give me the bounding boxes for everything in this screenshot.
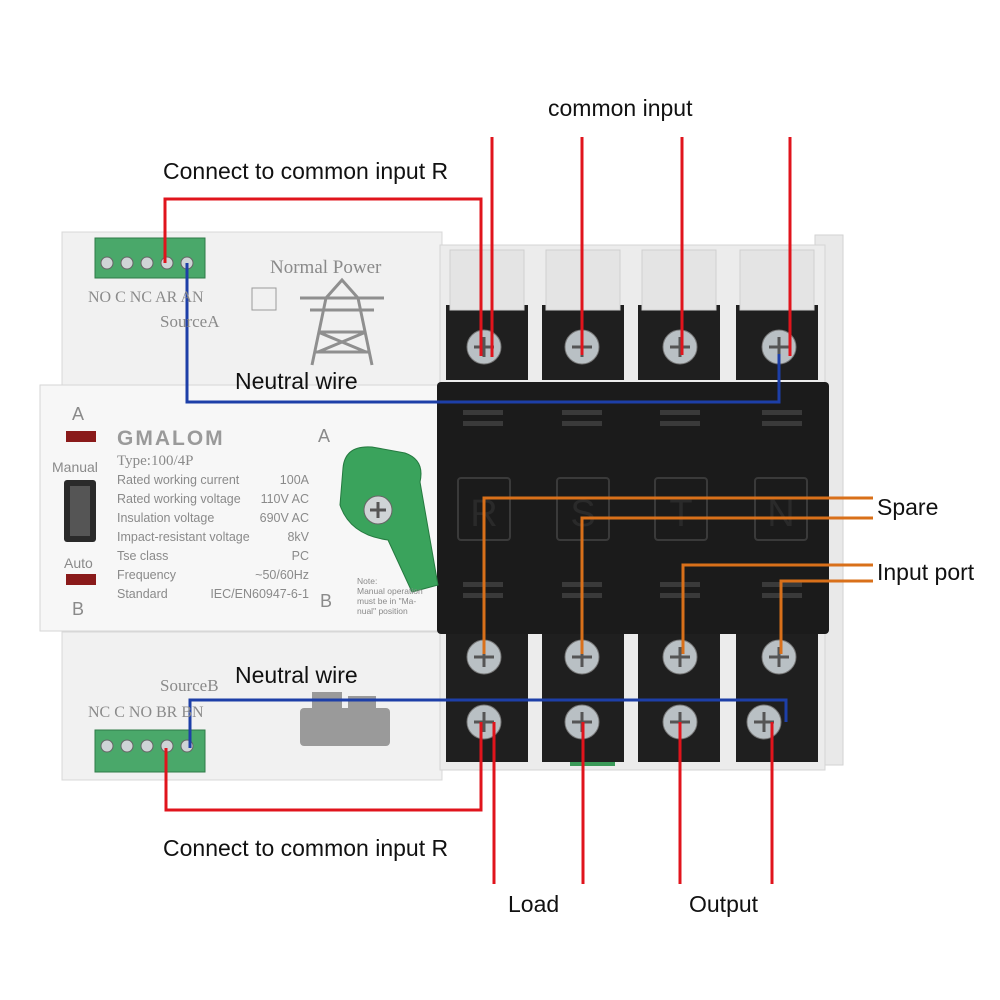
spec-label: Frequency — [117, 568, 177, 582]
indicator-a-label: A — [72, 404, 85, 424]
screw-top-t — [662, 329, 698, 365]
wire-input-1 — [681, 563, 873, 654]
pylon-icon — [300, 277, 384, 366]
spec-row: Insulation voltage 690V AC — [117, 511, 309, 530]
wire-spare-1 — [482, 496, 873, 654]
handle-a-label: A — [318, 426, 331, 446]
spec-row: Rated working current 100A — [117, 473, 309, 492]
brand-logo: GMALOM — [117, 427, 225, 450]
source-a-terminal-labels: NO C NC AR AN — [88, 289, 204, 306]
manual-label: Manual — [52, 459, 98, 475]
spec-label: Rated working current — [117, 473, 240, 487]
note-line: must be in "Ma- — [357, 596, 417, 606]
spec-value: IEC/EN60947-6-1 — [210, 587, 309, 601]
note-line: Manual operation — [357, 586, 423, 596]
source-b-label: SourceB — [160, 676, 219, 695]
red-wires — [163, 137, 792, 884]
common-input-label: common input — [548, 95, 693, 121]
handle-b-label: B — [320, 591, 333, 611]
spec-value: 690V AC — [259, 511, 309, 525]
rotary-handle — [339, 446, 439, 593]
spec-value: ~50/60Hz — [255, 568, 309, 582]
screw-bot-r — [466, 704, 502, 740]
spec-value: 100A — [279, 473, 309, 487]
wire-input-2 — [779, 579, 873, 654]
screw-bot-n — [746, 704, 782, 740]
spec-value: 110V AC — [260, 492, 309, 506]
screw-top-r — [466, 329, 502, 365]
neutral-wire-top-label: Neutral wire — [235, 368, 358, 394]
type-label-value: :100/4P — [146, 453, 194, 469]
connect-common-input-bottom-label: Connect to common input R — [163, 835, 449, 861]
wire-connect-bottom — [164, 722, 483, 812]
spec-row: Standard IEC/EN60947-6-1 — [117, 587, 309, 606]
blue-wires — [185, 263, 788, 748]
output-label: Output — [689, 891, 759, 917]
spare-label: Spare — [877, 494, 939, 520]
pole-t-label: T — [669, 493, 692, 535]
spec-value: PC — [291, 549, 309, 563]
screw-mid-r — [466, 639, 502, 675]
wire-neutral-bottom — [188, 698, 788, 748]
indicators — [64, 431, 96, 585]
source-b-terminal-labels: NC C NO BR BN — [88, 704, 204, 721]
bottom-terminal-towers — [446, 634, 818, 762]
terminal-block-source-b — [94, 729, 206, 773]
indicator-light-b — [66, 574, 96, 585]
spec-table: Rated working current 100A Rated working v… — [117, 473, 309, 606]
spec-label: Impact-resistant voltage — [117, 530, 250, 544]
spec-value: 8kV — [287, 530, 309, 544]
connect-common-input-top-label: Connect to common input R — [163, 158, 449, 184]
spec-label: Insulation voltage — [117, 511, 215, 525]
pole-n-label: N — [767, 493, 794, 535]
load-label: Load — [508, 891, 560, 917]
type-label-key: Type — [117, 453, 147, 469]
indicator-b-label: B — [72, 599, 85, 619]
screw-mid-n — [761, 639, 797, 675]
note-line: Note: — [357, 576, 378, 586]
type-label: Type:100/4P — [117, 454, 193, 469]
spec-row: Tse class PC — [117, 549, 309, 568]
spec-row: Rated working voltage 110V AC — [117, 492, 309, 511]
source-a-marker — [251, 287, 277, 311]
wire-spare-2 — [580, 516, 873, 654]
indicator-light-a — [66, 431, 96, 442]
spec-row: Impact-resistant voltage 8kV — [117, 530, 309, 549]
normal-power-label: Normal Power — [270, 257, 382, 278]
neutral-wire-bottom-label: Neutral wire — [235, 662, 358, 688]
spec-row: Frequency ~50/60Hz — [117, 568, 309, 587]
wire-connect-top — [163, 197, 483, 356]
wire-neutral-top — [185, 263, 781, 404]
note-line: nual" position — [357, 606, 408, 616]
orange-wires — [482, 496, 873, 654]
spec-label: Tse class — [117, 549, 169, 563]
source-a-label: SourceA — [160, 312, 220, 331]
input-port-label: Input port — [877, 559, 975, 585]
spec-label: Rated working voltage — [117, 492, 241, 506]
spec-label: Standard — [117, 587, 168, 601]
top-terminal-towers — [446, 249, 818, 380]
screw-mid-t — [662, 639, 698, 675]
auto-label: Auto — [64, 555, 93, 571]
